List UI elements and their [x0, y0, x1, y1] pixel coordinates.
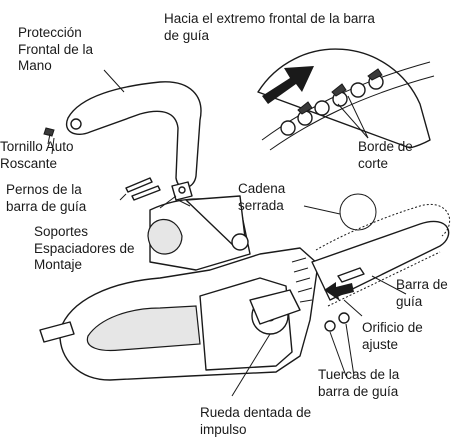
arrow-left-icon — [324, 282, 354, 301]
cutting-edge-label: Borde de corte — [358, 139, 413, 171]
drive-sprocket — [249, 289, 301, 335]
guide-bar-nuts-label: Tuercas de la barra de guía — [318, 367, 400, 399]
guide-bar-bolts-label: Pernos de la barra de guía — [6, 182, 87, 214]
arrow-up-right-icon — [262, 66, 314, 104]
chain-links-detail — [280, 68, 384, 136]
leader-lines — [51, 69, 407, 397]
mounting-spacers-label: Soportes Espaciadores de Montaje — [34, 224, 135, 272]
guide-bar-nuts — [324, 312, 350, 332]
front-hand-guard — [65, 81, 202, 197]
guide-bar-and-chain — [311, 193, 451, 307]
chain-direction-inset — [257, 48, 435, 151]
direction-label: Hacia el extremo frontal de la barra de … — [164, 11, 375, 43]
chainsaw-body — [39, 195, 319, 381]
self-tapping-screw-label: Tornillo Auto Roscante — [0, 139, 74, 171]
hand-guard-label: Protección Frontal de la Mano — [18, 25, 94, 73]
saw-chain-label: Cadena serrada — [238, 181, 286, 213]
self-tapping-screw — [43, 127, 55, 145]
guide-bar-label: Barra de guía — [396, 277, 448, 309]
mounting-spacers — [171, 181, 193, 201]
guide-bar-bolts — [125, 177, 161, 201]
drive-sprocket-label: Rueda dentada de impulso — [200, 405, 312, 437]
adjustment-hole-label: Orificio de ajuste — [362, 320, 423, 352]
